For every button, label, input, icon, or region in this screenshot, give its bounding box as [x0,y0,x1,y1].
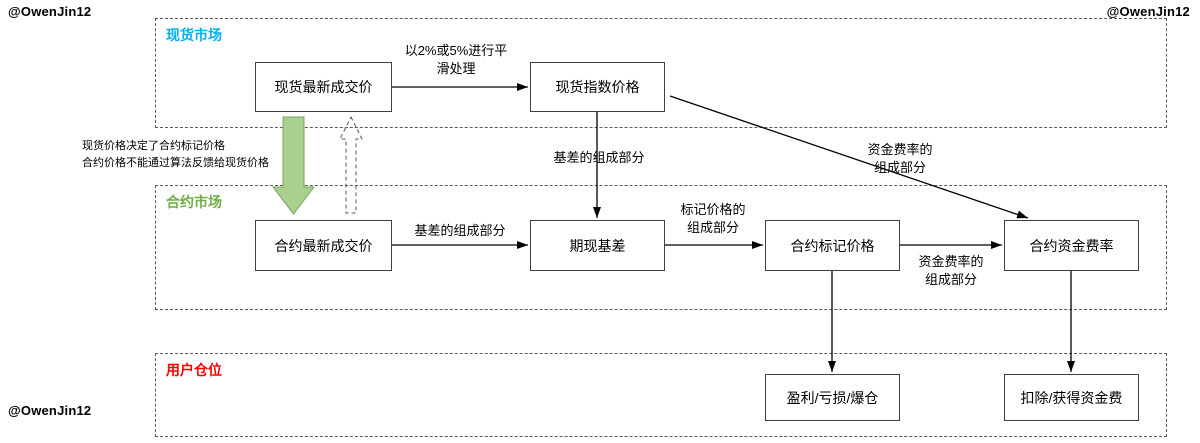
watermark-top-left: @OwenJin12 [8,4,92,19]
label-smoothing: 以2%或5%进行平 滑处理 [404,43,508,77]
arrow-index-to-funding [669,95,1029,219]
node-pnl-liquidation: 盈利/亏损/爆仓 [765,374,900,421]
region-contract-market-label: 合约市场 [166,194,222,210]
node-mark-price: 合约标记价格 [765,220,900,271]
label-index-to-funding: 资金费率的 组成部分 [867,142,933,176]
label-mark-to-funding: 资金费率的 组成部分 [918,254,984,288]
region-spot-market-label: 现货市场 [166,27,222,43]
node-basis: 期现基差 [530,220,665,271]
label-index-to-basis: 基差的组成部分 [553,150,645,165]
node-funding-rate: 合约资金费率 [1004,220,1139,271]
dashed-up-block-arrow [339,115,363,214]
region-user-position: 用户仓位 [155,353,1167,437]
node-spot-last-price: 现货最新成交价 [255,62,392,112]
label-contract-to-basis: 基差的组成部分 [414,223,506,238]
node-contract-last-price: 合约最新成交价 [255,220,392,271]
node-spot-index-price: 现货指数价格 [530,62,665,112]
node-funding-fee: 扣除/获得资金费 [1004,374,1139,421]
label-spot-price-note: 现货价格决定了合约标记价格 合约价格不能通过算法反馈给现货价格 [82,140,269,169]
green-down-block-arrow [271,116,316,215]
watermark-bottom-left: @OwenJin12 [8,403,92,418]
region-spot-market: 现货市场 [155,18,1167,128]
region-user-position-label: 用户仓位 [166,362,222,378]
label-basis-to-mark: 标记价格的 组成部分 [680,202,746,236]
watermark-top-right: @OwenJin12 [1106,4,1190,19]
region-contract-market: 合约市场 [155,185,1167,310]
